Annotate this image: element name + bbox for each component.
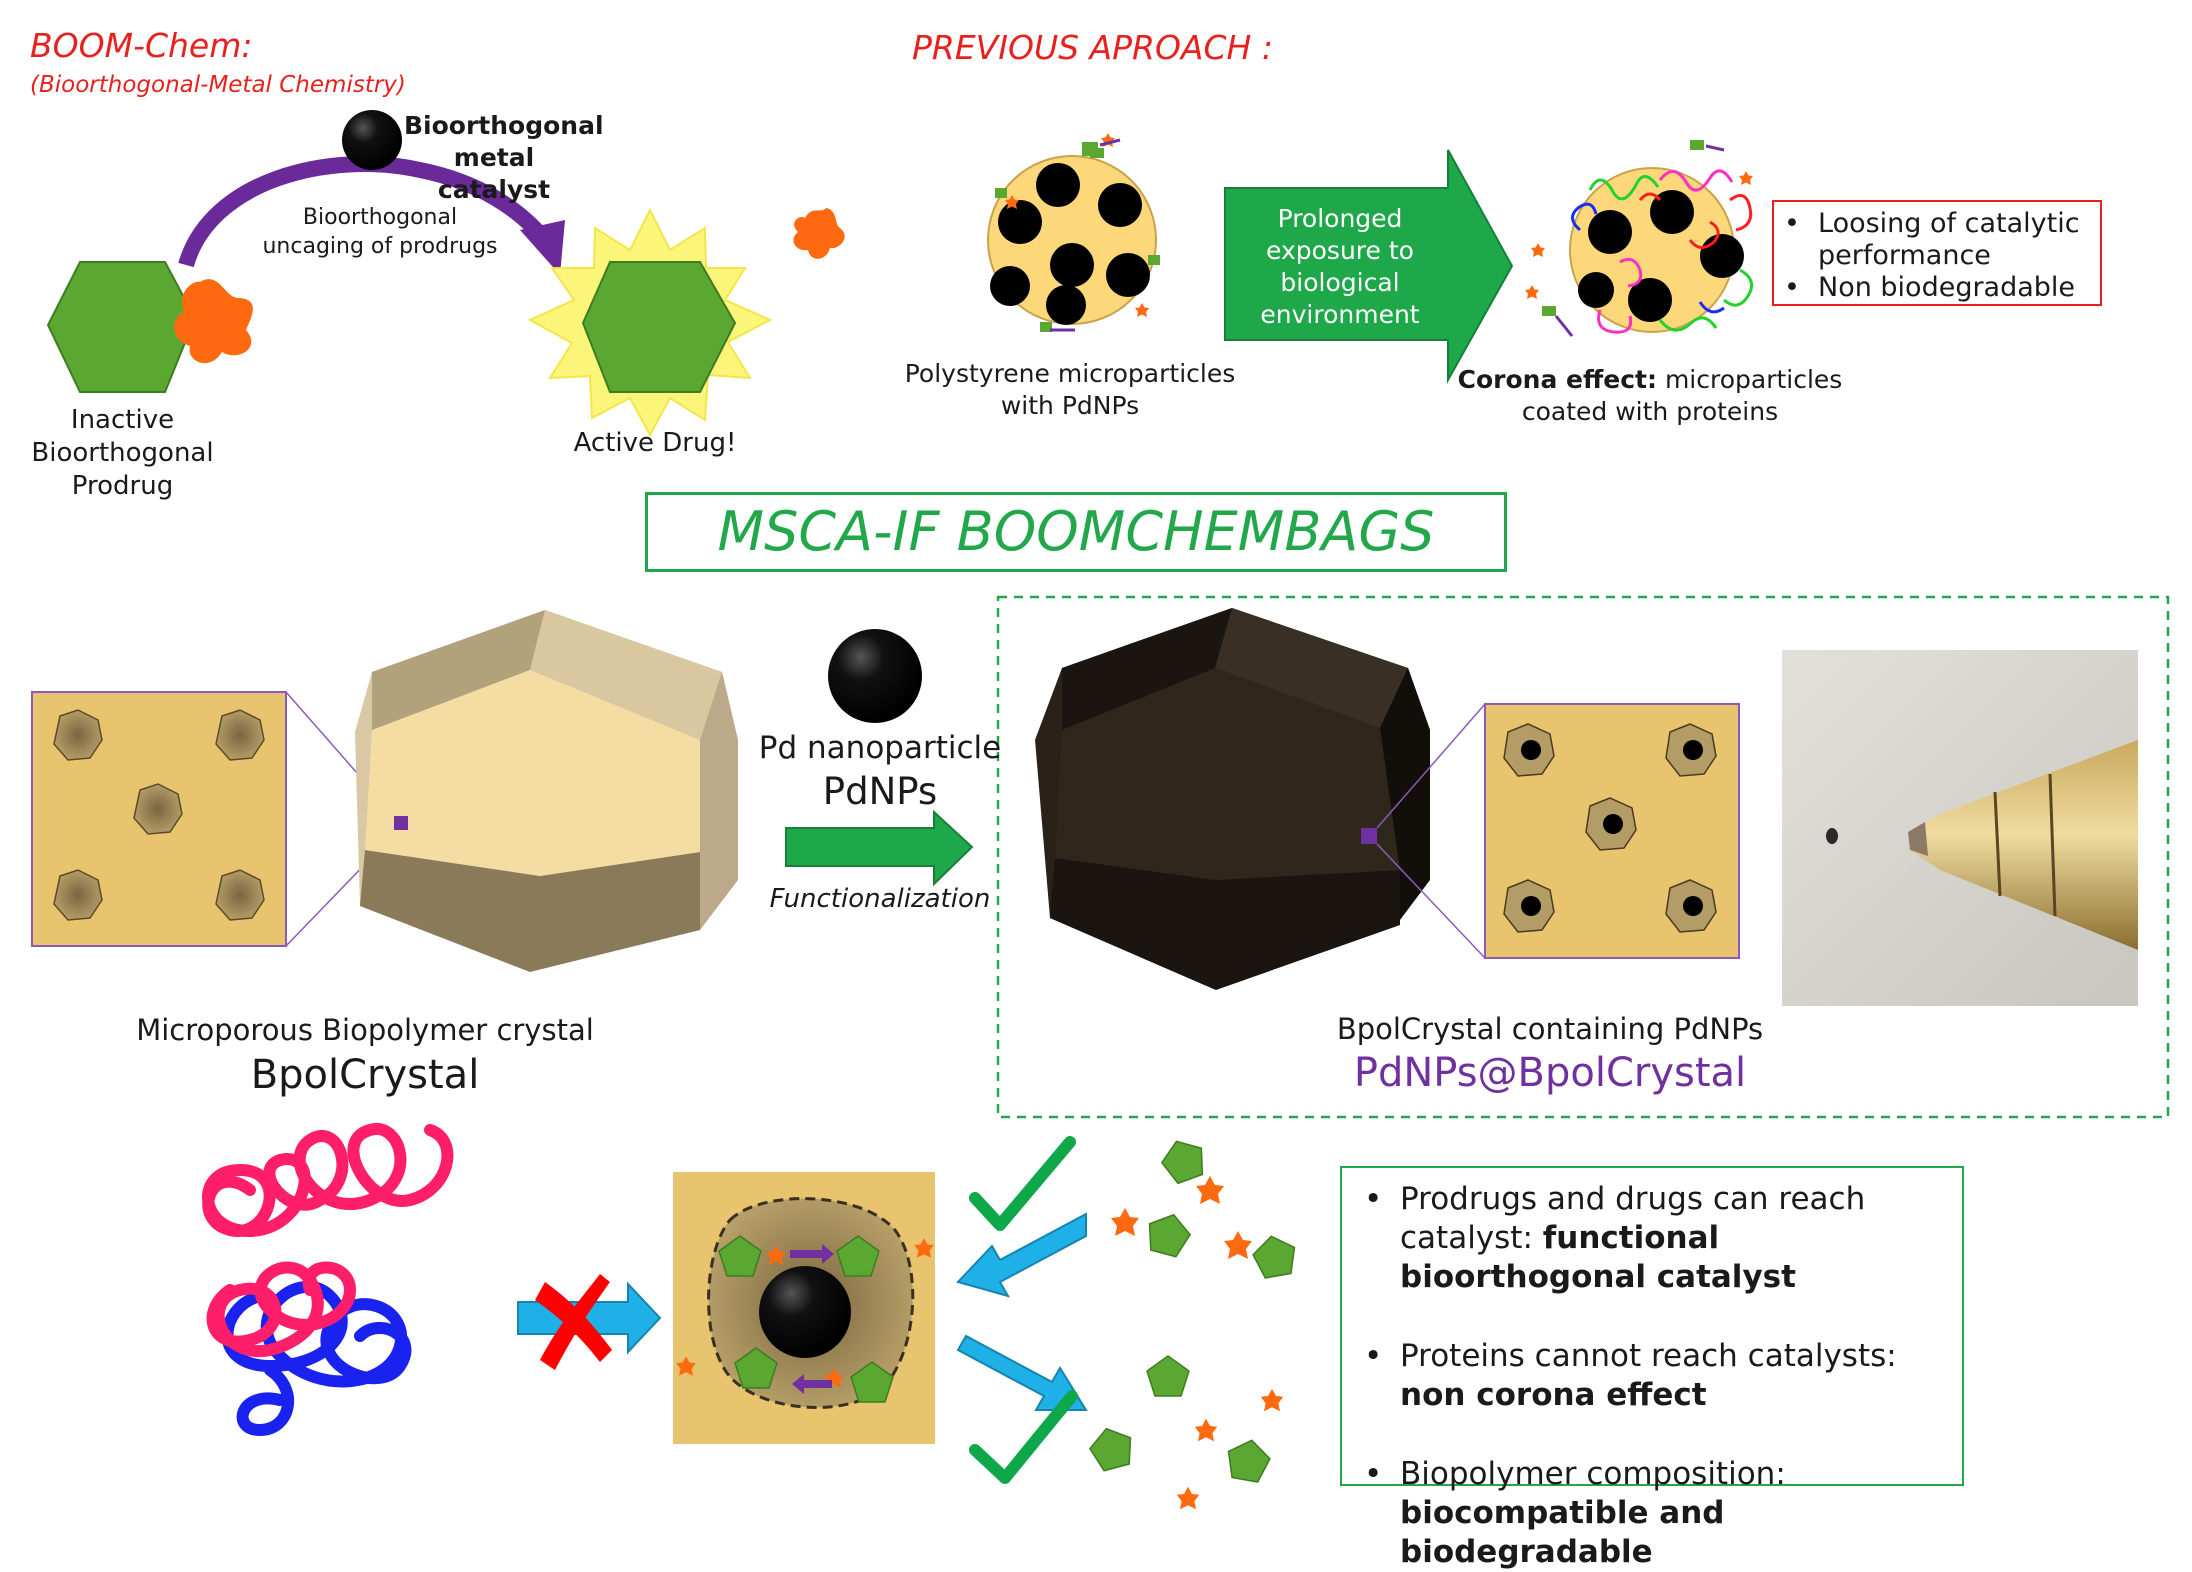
loaded-crystal	[1035, 608, 1430, 990]
polystyrene-label: Polystyrene microparticles with PdNPs	[904, 359, 1236, 420]
uncaging-label: Bioorthogonal uncaging of prodrugs	[262, 205, 498, 259]
active-drug-label: Active Drug!	[573, 428, 737, 458]
bpol-crystal	[355, 610, 738, 972]
catalyst-label: Bioorthogonal metal catalyst	[404, 111, 604, 204]
loaded-caption: BpolCrystal containing PdNPs	[1336, 1012, 1764, 1046]
uncaging-arrow	[178, 156, 565, 275]
issue-item: Loosing of catalytic performance	[1774, 208, 2100, 272]
previous-title: PREVIOUS APROACH :	[912, 28, 1273, 67]
diagram-graphics	[31, 110, 2170, 1510]
exposure-label: Prolonged exposure to biological environ…	[1260, 204, 1420, 329]
pore-cross-section	[673, 1172, 935, 1444]
boom-subtitle: (Bioorthogonal-Metal Chemistry)	[30, 72, 406, 98]
polystyrene-particle	[987, 133, 1160, 332]
catalyst-ball	[342, 110, 402, 170]
exposure-arrow	[1224, 149, 1514, 384]
pd-label: Pd nanoparticle	[758, 730, 1002, 766]
active-drug-burst	[527, 207, 773, 438]
crystal-name: BpolCrystal	[250, 1052, 480, 1098]
protein-coil	[202, 1122, 454, 1437]
prodrug-label: Inactive Bioorthogonal Prodrug	[31, 405, 214, 501]
pd-abbr: PdNPs	[822, 770, 938, 813]
prodrug-shape	[46, 261, 253, 393]
crystal-zoom-box	[31, 691, 401, 947]
crystal-photo	[1782, 650, 2138, 1006]
blocked-arrow	[517, 1274, 662, 1370]
functionalization-label: Functionalization	[769, 884, 991, 914]
loaded-zoom-box	[1376, 703, 1740, 959]
issues-box: Loosing of catalytic performance Non bio…	[1772, 200, 2102, 306]
benefit-item: Prodrugs and drugs can reach catalyst: f…	[1354, 1180, 1946, 1297]
corona-label: Corona effect: microparticles coated wit…	[1457, 365, 1843, 426]
loaded-crystal-frame	[996, 595, 2170, 1119]
drugs-cluster	[1085, 1133, 1300, 1510]
functionalization-arrow	[785, 809, 974, 887]
released-cage	[793, 208, 845, 259]
project-banner: MSCA-IF BOOMCHEMBAGS	[645, 492, 1507, 572]
loaded-name: PdNPs@BpolCrystal	[1353, 1050, 1747, 1096]
entering-arrows	[956, 1136, 1088, 1484]
issue-item: Non biodegradable	[1774, 272, 2100, 304]
boom-title: BOOM-Chem:	[30, 26, 253, 65]
pd-nanoparticle	[828, 629, 922, 723]
benefit-item: Biopolymer composition: biocompatible an…	[1354, 1455, 1946, 1572]
crystal-caption: Microporous Biopolymer crystal	[136, 1013, 594, 1047]
banner-text: MSCA-IF BOOMCHEMBAGS	[717, 500, 1435, 563]
corona-particle	[1525, 140, 1754, 337]
benefits-box: Prodrugs and drugs can reach catalyst: f…	[1340, 1166, 1964, 1570]
benefit-item: Proteins cannot reach catalysts: non cor…	[1354, 1337, 1946, 1415]
